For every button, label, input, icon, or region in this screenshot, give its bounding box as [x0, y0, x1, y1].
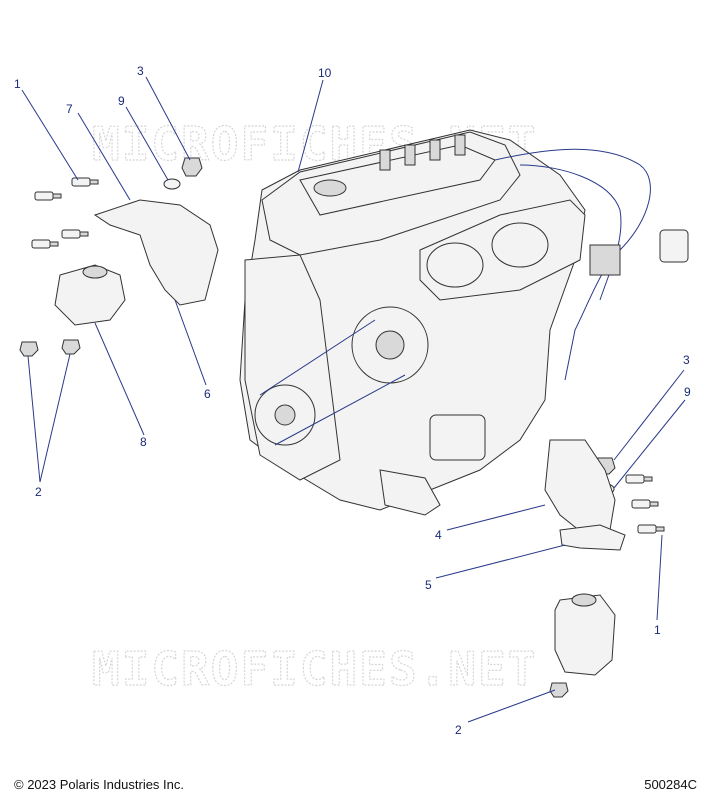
nut-icon: [19, 341, 39, 357]
callout-1: 1: [14, 77, 21, 91]
callout-7: 7: [66, 102, 73, 116]
nut-icon: [61, 339, 81, 355]
callout-3: 3: [137, 64, 144, 78]
callout-4: 4: [435, 528, 442, 542]
callout-2: 2: [455, 723, 462, 737]
callout-2: 2: [35, 485, 42, 499]
callout-8: 8: [140, 435, 147, 449]
callout-1: 1: [654, 623, 661, 637]
drawing-number: 500284C: [644, 777, 697, 792]
callout-3: 3: [683, 353, 690, 367]
watermark-bottom: MICROFICHES.NET: [92, 642, 537, 696]
bolt-icon: [637, 524, 665, 534]
callout-6: 6: [204, 387, 211, 401]
callout-labels: 1 3 9 7 10 6 8 2 3 9 4 5 1 2: [14, 64, 691, 737]
right-mount-group: [544, 439, 665, 698]
bolt-icon: [31, 239, 59, 249]
bolt-icon: [625, 474, 653, 484]
leader-lines: [21, 76, 686, 723]
washer-icon: [163, 178, 181, 190]
bolt-icon: [34, 191, 62, 201]
bolt-icon: [71, 177, 99, 187]
engine-mount: [554, 594, 616, 676]
nut-icon: [181, 157, 203, 177]
engine-bracket: [93, 199, 219, 306]
copyright-text: © 2023 Polaris Industries Inc.: [14, 777, 184, 792]
callout-9: 9: [684, 385, 691, 399]
callout-9: 9: [118, 94, 125, 108]
bolt-icon: [631, 499, 659, 509]
left-mount-group: [19, 157, 219, 357]
engine-assembly: [239, 129, 689, 516]
engine-bracket: [544, 439, 616, 536]
callout-10: 10: [318, 66, 332, 80]
nut-icon: [549, 682, 569, 698]
bolt-icon: [61, 229, 89, 239]
callout-5: 5: [425, 578, 432, 592]
bracket-plate: [559, 524, 626, 551]
